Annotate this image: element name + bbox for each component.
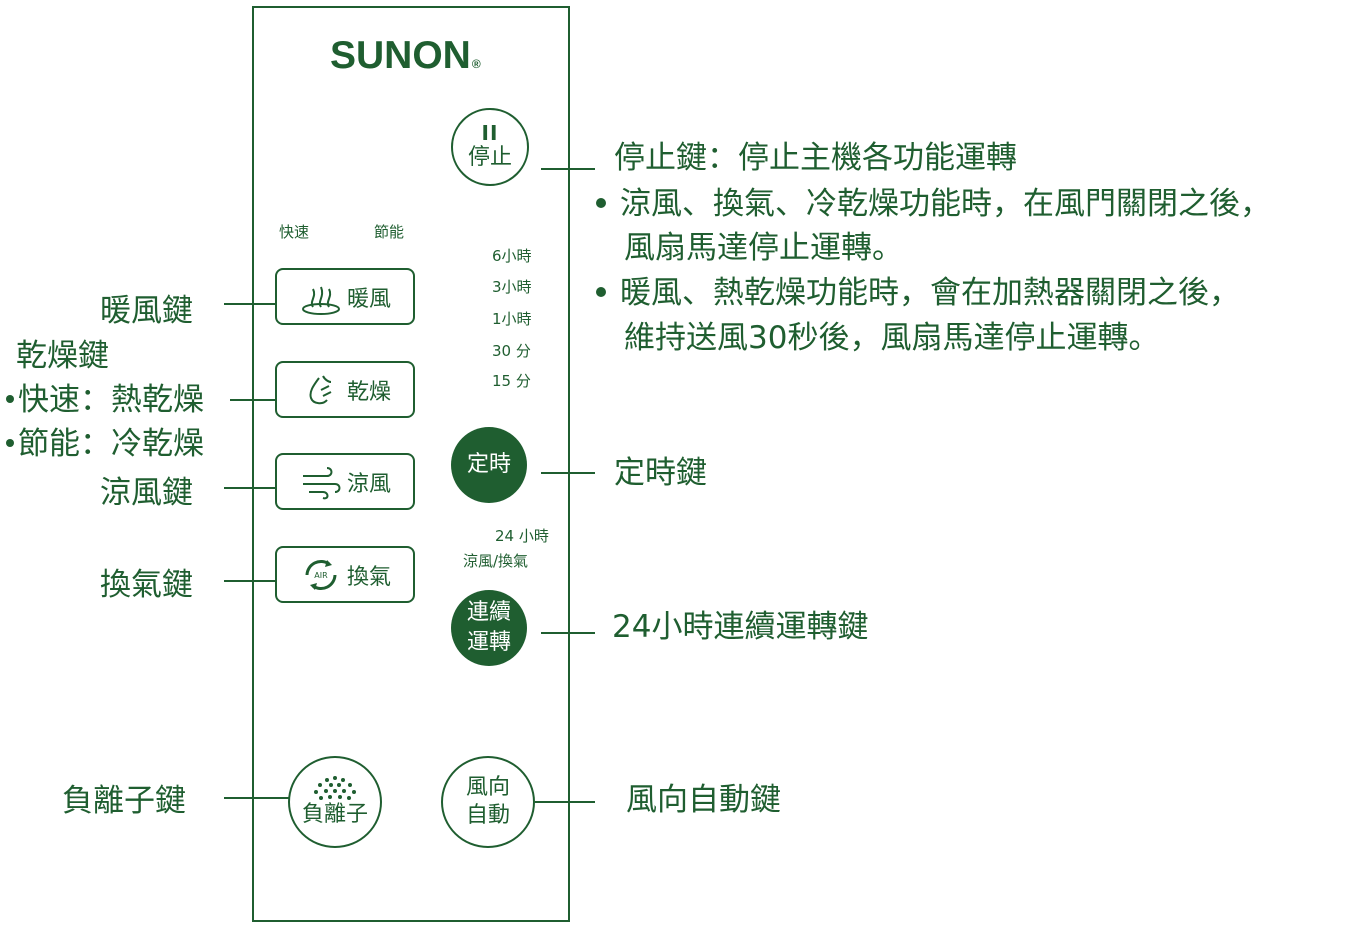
control-panel — [252, 6, 570, 922]
swing-callout: 風向自動鍵 — [626, 782, 781, 818]
continuous-run-button[interactable]: 連續 運轉 — [451, 590, 527, 666]
cool-button[interactable]: 涼風 — [275, 453, 415, 510]
air-circulation-icon: AIR — [305, 559, 337, 590]
cool-button-label: 涼風 — [346, 471, 391, 497]
water-drop-icon — [309, 375, 332, 404]
brand-logo: SUNON® — [330, 34, 481, 77]
continuous-button-line1: 連續 — [466, 600, 511, 625]
cool-leader-line — [224, 487, 276, 489]
swing-button-line1: 風向 — [465, 775, 510, 800]
continuous-caption-modes: 涼風/換氣 — [463, 552, 529, 570]
stop-button-label: 停止 — [467, 145, 512, 170]
swing-leader-line — [535, 801, 595, 803]
continuous-callout: 24小時連續運轉鍵 — [612, 609, 869, 645]
timer-option-3h: 3小時 — [492, 278, 532, 296]
vent-button-label: 換氣 — [346, 564, 391, 590]
stop-note-2-line1: 暖風、熱乾燥功能時，會在加熱器關閉之後， — [596, 271, 1240, 315]
svg-text:AIR: AIR — [314, 571, 328, 580]
heat-waves-icon — [301, 286, 340, 315]
warm-button-label: 暖風 — [346, 286, 391, 312]
dry-callout-fast: 快速：熱乾燥 — [6, 378, 204, 422]
timer-option-30m: 30 分 — [492, 342, 531, 360]
ion-dots-icon — [314, 776, 356, 800]
stop-button[interactable]: II 停止 — [451, 108, 529, 186]
swing-button[interactable]: 風向 自動 — [441, 756, 535, 848]
dry-leader-line — [230, 399, 276, 401]
stop-callout-title: 停止鍵：停止主機各功能運轉 — [614, 140, 1017, 176]
ion-button-label: 負離子 — [301, 802, 368, 827]
eco-label: 節能 — [374, 223, 405, 241]
stop-note-2-line2: 維持送風30秒後，風扇馬達停止運轉。 — [624, 320, 1160, 356]
timer-button-label: 定時 — [466, 452, 511, 477]
ion-leader-line — [224, 797, 289, 799]
timer-option-15m: 15 分 — [492, 372, 531, 390]
vent-button[interactable]: AIR 換氣 — [275, 546, 415, 603]
timer-option-6h: 6小時 — [492, 247, 532, 265]
timer-button[interactable]: 定時 — [451, 427, 527, 503]
stop-leader-line — [541, 168, 595, 170]
fast-label: 快速 — [279, 223, 310, 241]
warm-callout: 暖風鍵 — [100, 293, 193, 329]
stop-note-1-line1: 涼風、換氣、冷乾燥功能時，在風門關閉之後， — [596, 182, 1271, 226]
bullet — [596, 197, 606, 208]
wind-icon — [302, 466, 341, 499]
ion-callout: 負離子鍵 — [62, 783, 186, 819]
continuous-caption-hours: 24 小時 — [495, 527, 549, 545]
vent-callout: 換氣鍵 — [100, 567, 193, 603]
dry-button-label: 乾燥 — [346, 379, 391, 405]
vent-leader-line — [224, 580, 276, 582]
swing-button-line2: 自動 — [465, 803, 510, 828]
bullet — [6, 438, 14, 447]
bullet — [596, 286, 606, 297]
continuous-button-line2: 運轉 — [466, 630, 511, 655]
dry-button[interactable]: 乾燥 — [275, 361, 415, 418]
warm-leader-line — [224, 303, 276, 305]
continuous-leader-line — [541, 632, 595, 634]
timer-leader-line — [541, 472, 595, 474]
stop-note-1-line2: 風扇馬達停止運轉。 — [624, 230, 903, 266]
bullet — [6, 394, 14, 403]
cool-callout: 涼風鍵 — [100, 475, 193, 511]
timer-callout: 定時鍵 — [614, 455, 707, 491]
warm-button[interactable]: 暖風 — [275, 268, 415, 325]
timer-option-1h: 1小時 — [492, 310, 532, 328]
dry-callout-eco: 節能：冷乾燥 — [6, 422, 204, 466]
ion-button[interactable]: 負離子 — [288, 756, 382, 848]
dry-callout-title: 乾燥鍵 — [16, 338, 109, 374]
pause-icon: II — [481, 121, 499, 145]
